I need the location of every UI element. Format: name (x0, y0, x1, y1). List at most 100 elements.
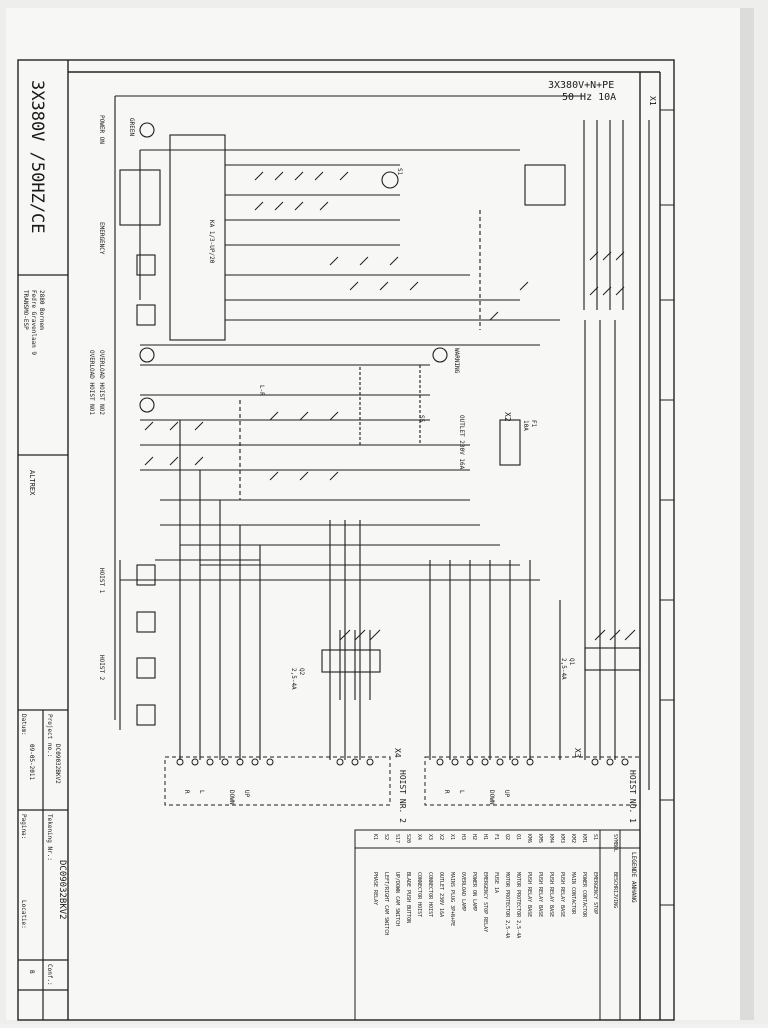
green-label: GREEN (128, 118, 135, 136)
legend-description: POWER ON LAMP (471, 872, 477, 911)
legend-description: OUTLET 230V 16A (438, 872, 444, 917)
legend-symbol: S20 (405, 834, 411, 843)
hoist-no2-label: HOIST NR. 2 (398, 770, 407, 823)
legend-col-desc: BESCHRIJVING (612, 872, 618, 908)
legend-col-symbol: SYMBOL (612, 834, 618, 852)
legend-description: EMERGENCY STOP RELAY (482, 872, 488, 932)
legend-description: PUSH RELAY BASE (559, 872, 565, 917)
lr-label: L-R (258, 385, 265, 396)
drawing-no-value: DC09032BKV2 (57, 860, 67, 920)
legend-symbol: Q2 (504, 834, 510, 840)
x3-label: X3 (573, 748, 582, 758)
grid-ticks (660, 109, 674, 906)
q2-label: Q2 (298, 668, 305, 676)
supply-line2: 50 Hz 10A (562, 92, 616, 103)
emergency-label: EMERGENCY (98, 222, 105, 255)
legend-symbol: KM2 (570, 834, 576, 843)
legend-symbol: KM1 (581, 834, 587, 843)
x4-label: X4 (393, 748, 402, 758)
date-value: 09-05-2011 (28, 744, 35, 781)
legend-symbol: H2 (471, 834, 477, 840)
page-label: Pagina: (20, 814, 27, 839)
hoist-no1-label: HOIST NO. 1 (628, 770, 637, 823)
overload-2-label: OVERLOAD HOIST NO2 (98, 350, 105, 415)
s1-label: S1 (396, 168, 403, 176)
hoist-2-label: HOIST 2 (98, 655, 105, 681)
legend-description: PUSH RELAY BASE (537, 872, 543, 917)
warning-label: WARNING (453, 348, 460, 374)
x4-l: L (198, 790, 205, 794)
drawing-no-label: Tekening Nr.: (46, 814, 53, 861)
x4-down: DOWN (228, 790, 235, 805)
contacts (144, 171, 636, 641)
legend-symbol: K1 (372, 834, 378, 840)
x4-r: R (183, 790, 190, 794)
legend-title: LEGENDE ANHANG (630, 852, 637, 903)
legend-description: MAIN CONTACTOR (570, 872, 576, 915)
company-address-2: 2880 Bornem (38, 290, 45, 330)
legend-description: PUSH RELAY BASE (526, 872, 532, 917)
legend-description: POWER CONTACTOR (581, 872, 587, 918)
legend-description: PHASE RELAY (372, 872, 378, 905)
project-label: Project no.: (46, 714, 53, 757)
title-heading: 3X380V /50HZ/CE (27, 80, 47, 234)
terminal-strip-x3 (424, 756, 641, 806)
x3-r: R (443, 790, 450, 794)
legend-description: FUSE 1A (493, 872, 499, 893)
legend-symbol: Q1 (515, 834, 521, 840)
legend-description: LEFT/RIGHT CAM SWITCH (383, 872, 389, 935)
q1-range: 2,5-4A (560, 658, 567, 680)
config-value: B (28, 970, 35, 974)
legend-description: PUSH RELAY BASE (548, 872, 554, 917)
q1-label: Q1 (568, 658, 575, 666)
s5-label: S5 (418, 415, 425, 423)
config-label: Conf.: (46, 964, 53, 986)
q2-range: 2,5-4A (290, 668, 297, 690)
brand-label: ALTREX (28, 470, 36, 496)
location-label: Locatie: (20, 900, 27, 929)
f1-label: F1 (530, 420, 537, 428)
legend-description: MOTOR PROTECTOR 2,5-4A (515, 872, 521, 938)
legend-description: CONNECTOR HOIST (416, 872, 422, 917)
legend-table (354, 829, 641, 1021)
x3-down: DOWN (488, 790, 495, 805)
supply-line1: 3X380V+N+PE (548, 80, 614, 91)
wiring (114, 95, 650, 790)
legend-symbol: X3 (427, 834, 433, 840)
outlet-label: OUTLET 230V 16A (458, 415, 465, 470)
legend-description: MAINS PLUG 3P+N+PE (449, 872, 455, 926)
legend-symbol: S1 (592, 834, 598, 840)
legend-symbol: F1 (493, 834, 499, 840)
date-label: Datum: (20, 714, 27, 736)
legend-description: UP/DOWN CAM SWITCH (394, 872, 400, 926)
project-value: DC09032BKV2 (54, 744, 61, 784)
f1-rating: 10A (522, 420, 529, 431)
legend-description: CONNECTOR HOIST (427, 872, 433, 917)
company-address-1: Fedre Gravenlaan 9 (30, 290, 37, 355)
hoist-1-label: HOIST 1 (98, 568, 105, 594)
supply-label: 3X380V+N+PE 50 Hz 10A (548, 80, 616, 103)
legend-description: EMERGENCY STOP (592, 872, 598, 914)
overload-1-label: OVERLOAD HOIST NO1 (88, 350, 95, 415)
terminal-strip-x4 (164, 756, 391, 806)
legend-description: BLADE PUSH BUTTON (405, 872, 411, 923)
x1-label: X1 (648, 96, 657, 106)
legend-symbol: S2 (383, 834, 389, 840)
legend-symbol: X2 (438, 834, 444, 840)
legend-symbol: KM3 (559, 834, 565, 843)
x3-up: UP (503, 790, 510, 798)
legend-symbol: H1 (482, 834, 488, 840)
legend-symbol: KM6 (526, 834, 532, 843)
x2-label: X2 (503, 412, 512, 422)
legend-description: OVERLOAD LAMP (460, 872, 466, 911)
power-on-label: POWER ON (98, 115, 105, 144)
company-name: TRANSMO-ESP (22, 290, 29, 330)
legend-symbol: S17 (394, 834, 400, 843)
legend-symbol: KM5 (537, 834, 543, 843)
legend-description: MOTOR PROTECTOR 2,5-4A (504, 872, 510, 938)
title-block (18, 274, 68, 1020)
legend-symbol: H3 (460, 834, 466, 840)
